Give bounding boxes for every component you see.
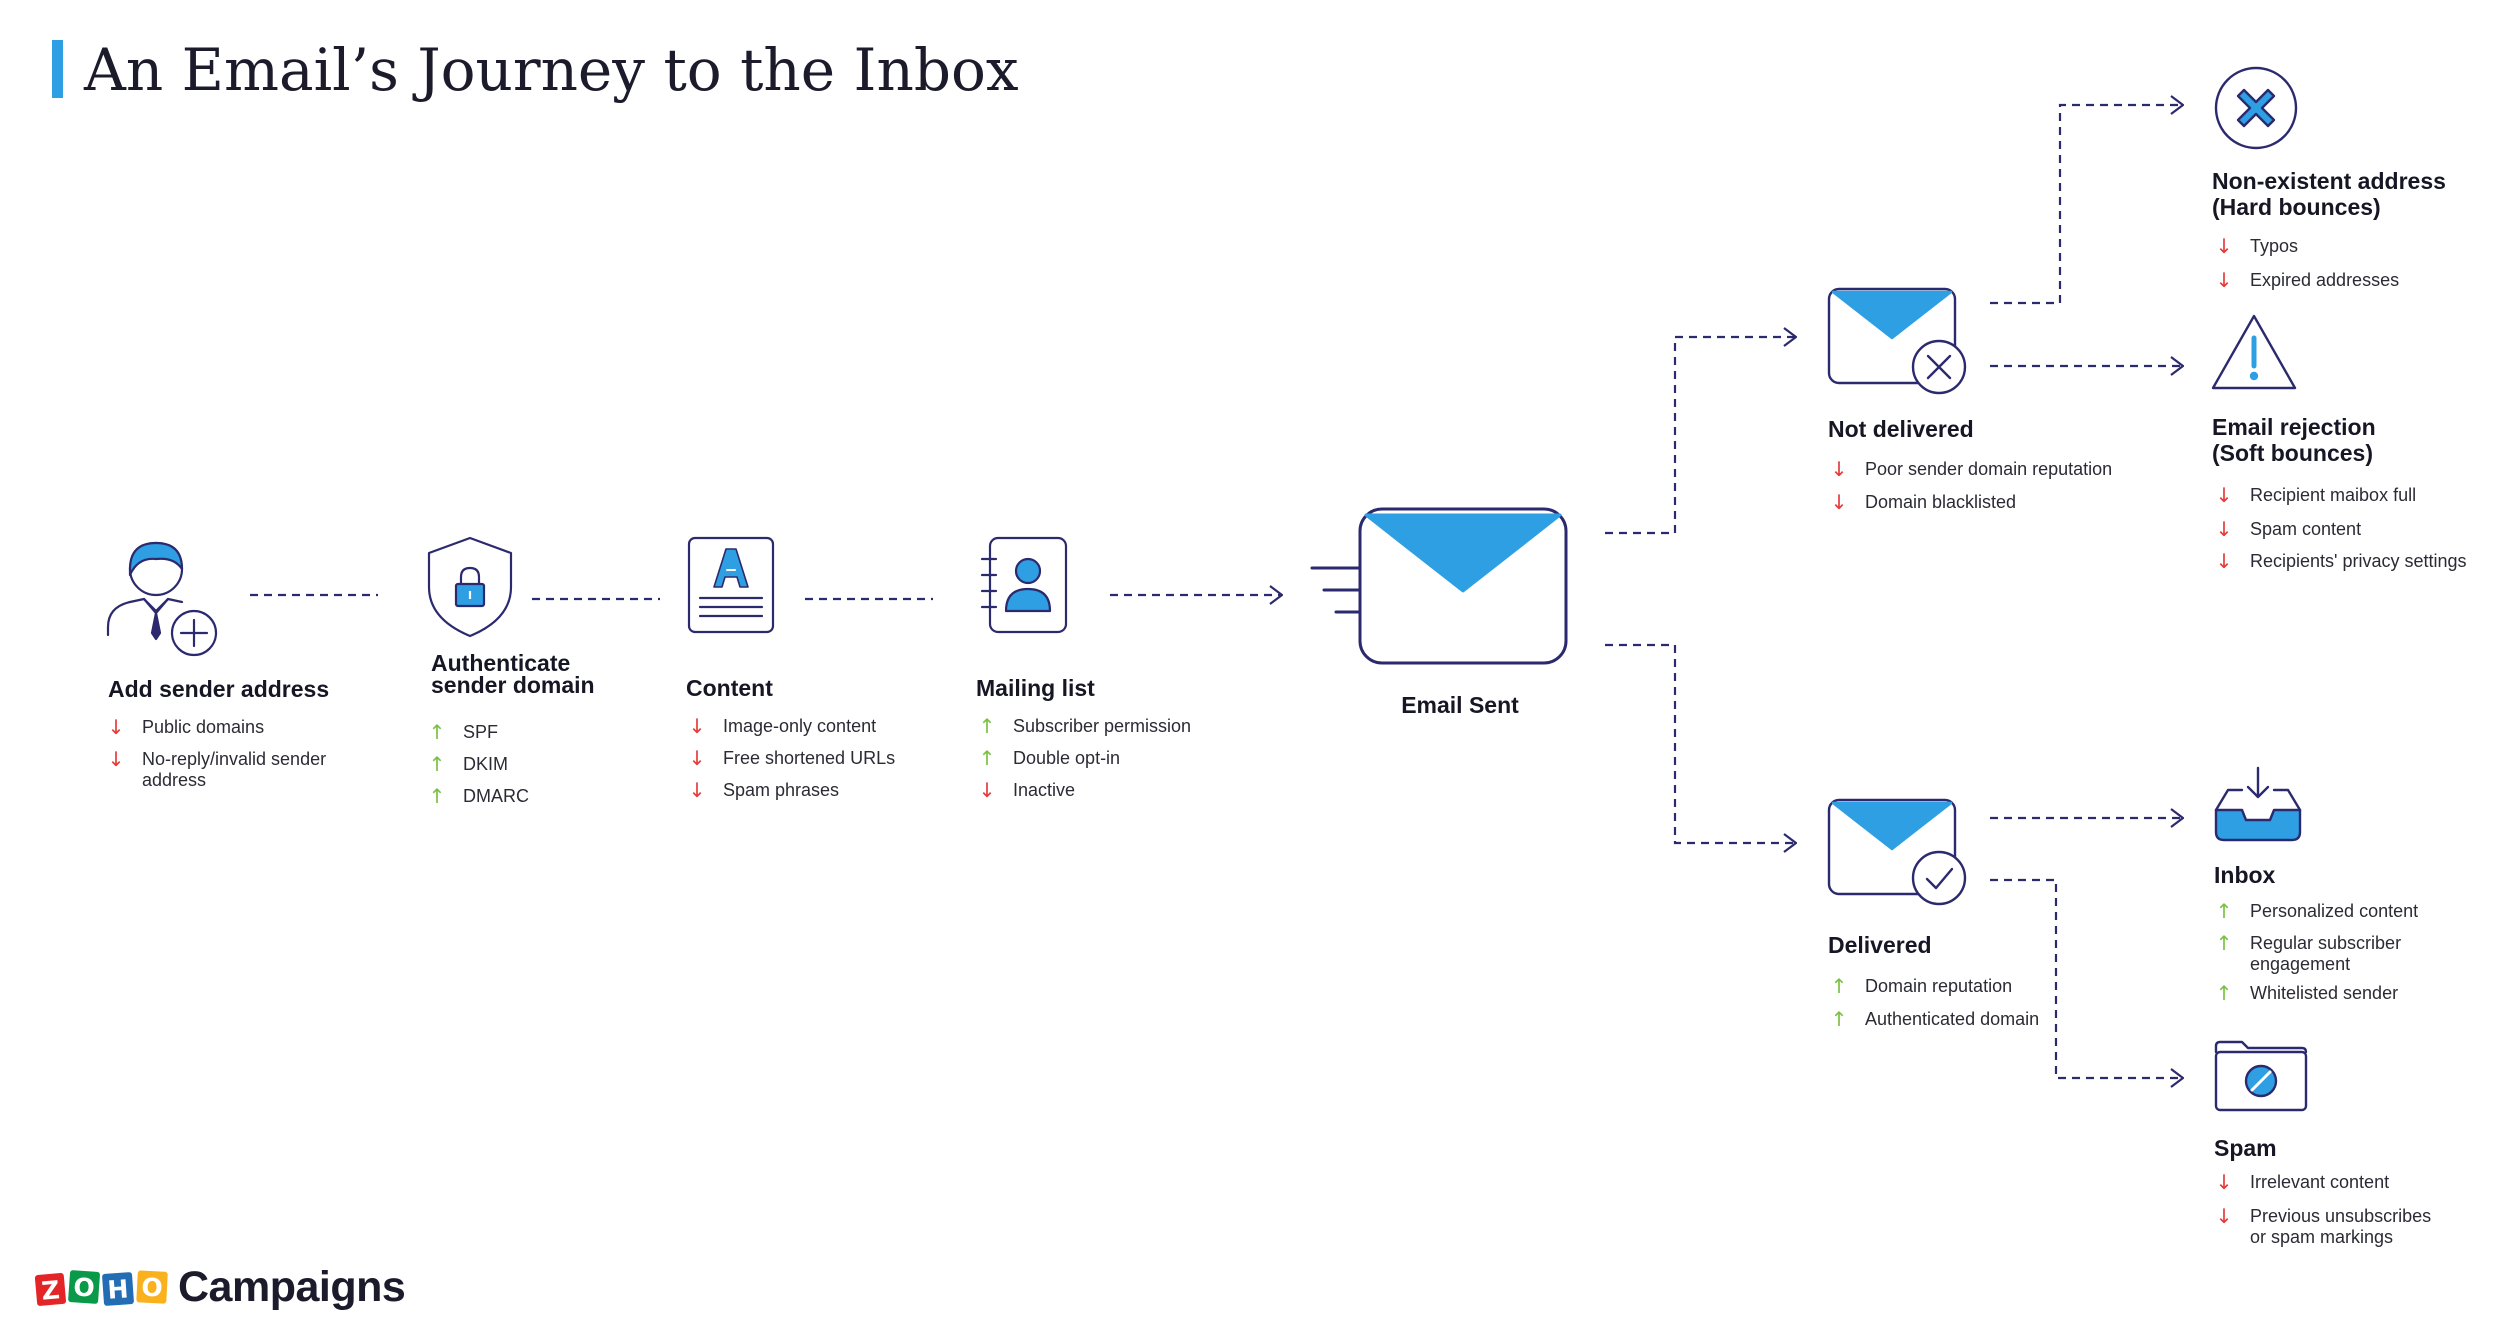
logo-product-name: Campaigns	[178, 1263, 406, 1311]
factors-delivered: ↑ Domain reputation ↑ Authenticated doma…	[1827, 974, 2040, 1031]
arrow-up-icon: ↑	[1830, 1007, 1848, 1031]
factors-not-delivered: ↓ Poor sender domain reputation ↓ Domain…	[1827, 457, 2113, 514]
factor-item: ↓ Spam content	[2215, 517, 2362, 541]
arrow-down-icon: ↓	[688, 746, 706, 770]
connector-sent-delivered	[1605, 643, 1796, 843]
arrow-down-icon: ↓	[688, 778, 706, 802]
arrow-down-icon: ↓	[2215, 268, 2233, 292]
arrow-down-icon: ↓	[2215, 234, 2233, 258]
factor-item: ↓ No-reply/invalid sender address	[107, 747, 327, 791]
shield-lock-icon	[427, 536, 513, 638]
logo-letter: O	[141, 1273, 164, 1303]
node-title-email-sent: Email Sent	[1401, 692, 1519, 718]
arrow-down-icon: ↓	[688, 714, 706, 738]
arrow-down-icon: ↓	[2215, 549, 2233, 573]
arrow-down-icon: ↓	[2215, 1170, 2233, 1194]
envelope-check-icon	[1827, 798, 1967, 906]
arrow-up-icon: ↑	[428, 720, 446, 744]
arrow-down-icon: ↓	[107, 715, 125, 739]
factors-add-sender: ↓ Public domains ↓ No-reply/invalid send…	[104, 717, 326, 791]
node-title-spam: Spam	[2214, 1135, 2277, 1161]
page-title: An Email’s Journey to the Inbox	[84, 36, 1019, 104]
factor-item: ↑ DMARC	[428, 784, 529, 808]
factor-item: ↑ Personalized content	[2215, 899, 2419, 923]
factor-item: ↓ Public domains	[107, 715, 265, 739]
logo-letter: O	[72, 1272, 95, 1302]
factors-spam: ↓ Irrelevant content ↓ Previous unsubscr…	[2212, 1172, 2431, 1248]
spam-folder-icon	[2214, 1040, 2308, 1112]
node-title-soft-bounce: Email rejection (Soft bounces)	[2212, 414, 2376, 466]
factor-item: ↑ Double opt-in	[978, 746, 1121, 770]
envelope-x-icon	[1827, 287, 1967, 395]
factor-item: ↓ Domain blacklisted	[1830, 490, 2017, 514]
arrow-up-icon: ↑	[978, 714, 996, 738]
factor-item: ↑ Whitelisted sender	[2215, 981, 2399, 1005]
factor-item: ↑ Regular subscriber engagement	[2215, 931, 2402, 975]
arrow-down-icon: ↓	[2215, 517, 2233, 541]
warning-triangle-icon	[2211, 314, 2297, 390]
factor-item: ↓ Inactive	[978, 778, 1076, 802]
logo-letter: H	[107, 1274, 130, 1304]
title-accent-bar	[52, 40, 63, 98]
x-circle-icon	[2214, 66, 2298, 150]
connector-sent-notdelivered	[1605, 337, 1796, 535]
arrow-down-icon: ↓	[2215, 1204, 2233, 1228]
arrow-up-icon: ↑	[428, 752, 446, 776]
factors-hard-bounce: ↓ Typos ↓ Expired addresses	[2212, 236, 2399, 291]
user-add-icon	[106, 541, 218, 657]
arrow-down-icon: ↓	[107, 747, 125, 771]
factors-inbox: ↑ Personalized content ↑ Regular subscri…	[2212, 899, 2419, 1005]
node-title-not-delivered: Not delivered	[1828, 416, 1974, 442]
arrow-up-icon: ↑	[2215, 931, 2233, 955]
factor-item: ↑ Domain reputation	[1830, 974, 2013, 998]
node-title-authenticate: Authenticate sender domain	[431, 650, 595, 698]
connector-delivered-spam	[1990, 878, 2183, 1078]
factors-soft-bounce: ↓ Recipient maibox full ↓ Spam content ↓…	[2212, 485, 2467, 572]
arrow-down-icon: ↓	[978, 778, 996, 802]
arrow-down-icon: ↓	[1830, 457, 1848, 481]
zoho-logo-mark: Z O H O	[34, 1270, 168, 1306]
document-text-icon	[687, 536, 775, 634]
factor-item: ↓ Free shortened URLs	[688, 746, 896, 770]
factor-item: ↓ Irrelevant content	[2215, 1170, 2390, 1194]
arrow-up-icon: ↑	[2215, 981, 2233, 1005]
arrow-up-icon: ↑	[978, 746, 996, 770]
factor-item: ↓ Typos	[2215, 234, 2299, 258]
factor-item: ↑ Subscriber permission	[978, 714, 1192, 738]
factor-item: ↓ Poor sender domain reputation	[1830, 457, 2113, 481]
factor-item: ↓ Spam phrases	[688, 778, 840, 802]
arrow-up-icon: ↑	[2215, 899, 2233, 923]
node-title-mailing-list: Mailing list	[976, 675, 1095, 701]
arrow-down-icon: ↓	[1830, 490, 1848, 514]
factor-item: ↓ Image-only content	[688, 714, 877, 738]
contact-book-icon	[980, 536, 1068, 634]
logo-letter: Z	[40, 1275, 61, 1305]
factor-item: ↑ DKIM	[428, 752, 508, 776]
factor-item: ↓ Recipients' privacy settings	[2215, 549, 2467, 573]
factor-item: ↑ SPF	[428, 720, 499, 744]
factor-item: ↓ Expired addresses	[2215, 268, 2400, 292]
envelope-sent-icon	[1310, 507, 1568, 665]
arrow-down-icon: ↓	[2215, 483, 2233, 507]
inbox-tray-icon	[2214, 766, 2302, 842]
node-title-inbox: Inbox	[2214, 862, 2276, 888]
arrow-up-icon: ↑	[428, 784, 446, 808]
factor-item: ↓ Recipient maibox full	[2215, 483, 2417, 507]
factor-item: ↑ Authenticated domain	[1830, 1007, 2040, 1031]
factors-authenticate: ↑ SPF ↑ DKIM ↑ DMARC	[425, 722, 529, 807]
node-title-content: Content	[686, 675, 773, 701]
factor-item: ↓ Previous unsubscribes or spam markings	[2215, 1204, 2432, 1248]
connector-notdelivered-hardbounce	[1990, 105, 2183, 305]
node-title-delivered: Delivered	[1828, 932, 1932, 958]
node-title-hard-bounce: Non-existent address (Hard bounces)	[2212, 168, 2446, 220]
factors-mailing-list: ↑ Subscriber permission ↑ Double opt-in …	[975, 716, 1191, 801]
arrow-up-icon: ↑	[1830, 974, 1848, 998]
node-title-add-sender: Add sender address	[108, 676, 330, 702]
factors-content: ↓ Image-only content ↓ Free shortened UR…	[685, 716, 895, 801]
